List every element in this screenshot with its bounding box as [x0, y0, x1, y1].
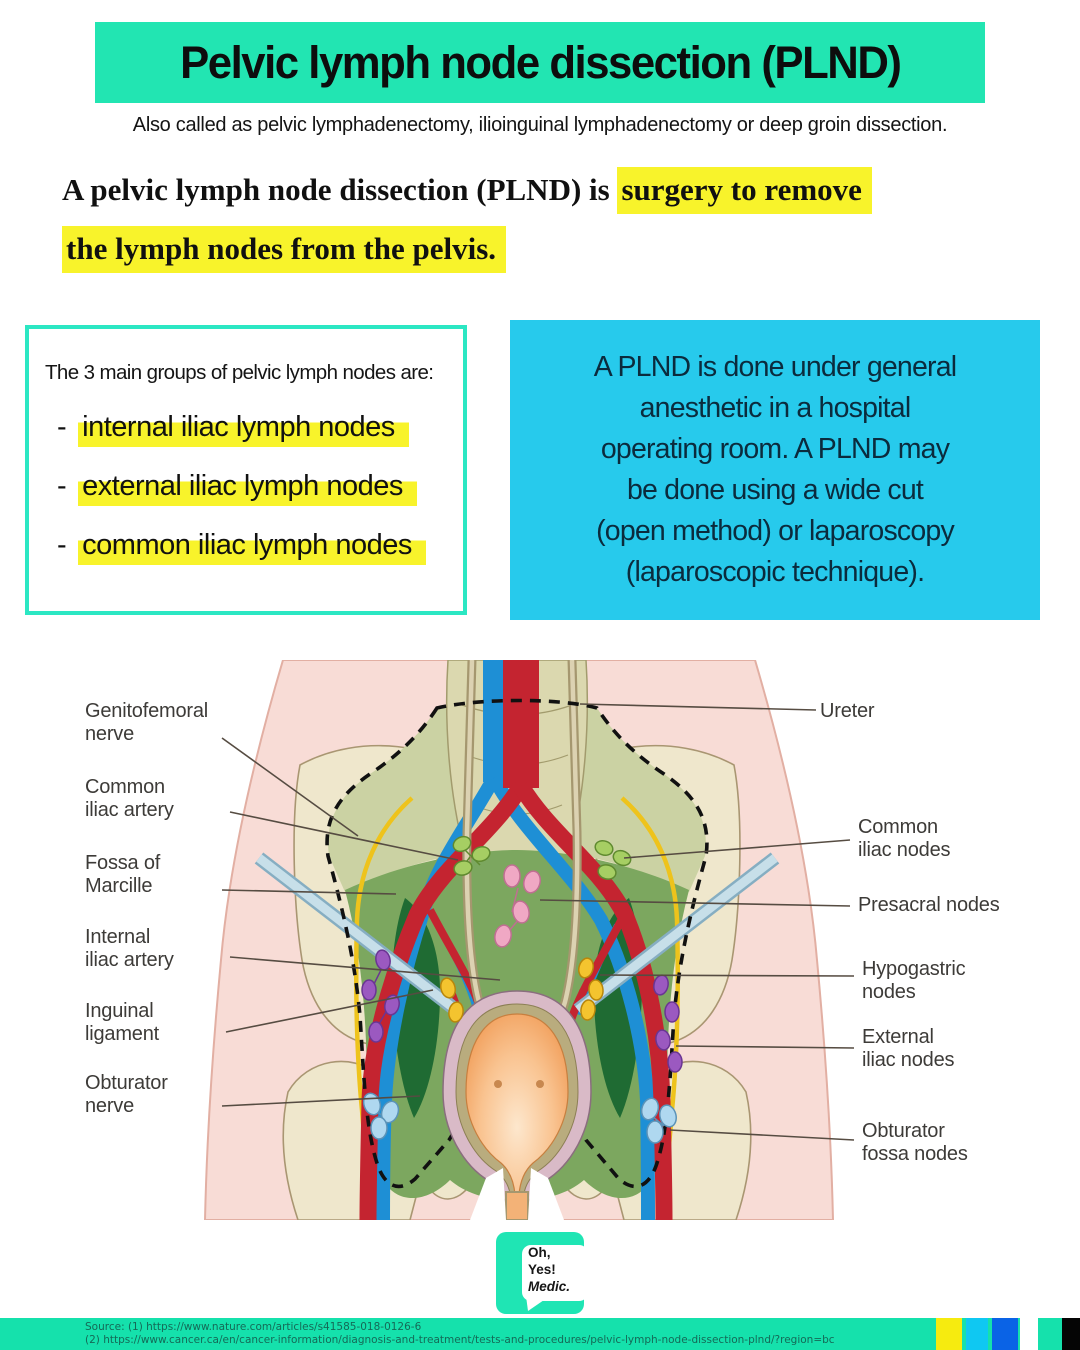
page-title: Pelvic lymph node dissection (PLND) — [179, 36, 902, 88]
page-subtitle: Also called as pelvic lymphadenectomy, i… — [132, 114, 948, 136]
palette-bar-cyan — [966, 1318, 988, 1350]
diagram-label-inguinal-ligament: Inguinal ligament — [85, 1000, 159, 1045]
leader-lines — [221, 703, 855, 1141]
anatomy-diagram: Genitofemoral nerve Common iliac artery … — [0, 660, 1080, 1220]
logo-line-3: Medic. — [528, 1279, 571, 1294]
list-item-label: common iliac lymph nodes — [78, 529, 426, 565]
list-item: -common iliac lymph nodes — [57, 529, 463, 565]
diagram-label-external-iliac-nodes: External iliac nodes — [862, 1026, 955, 1071]
title-banner: Pelvic lymph node dissection (PLND) — [95, 22, 985, 103]
callout-line: (laparoscopic technique). — [625, 556, 925, 588]
anatomy-illustration — [203, 660, 855, 1220]
list-item-label: external iliac lymph nodes — [78, 470, 417, 506]
list-item-label: internal iliac lymph nodes — [78, 411, 409, 447]
callout-line: operating room. A PLND may — [600, 433, 950, 465]
presacral-node-cluster — [494, 864, 541, 948]
list-bullet: - — [57, 411, 67, 443]
diagram-label-internal-iliac-artery: Internal iliac artery — [85, 926, 174, 971]
diagram-label-fossa-of-marcille: Fossa of Marcille — [85, 852, 161, 897]
callout-line: A PLND is done under general — [593, 351, 957, 383]
logo-speech-bubble-icon — [496, 1232, 584, 1314]
logo-line-1: Oh, — [528, 1245, 551, 1260]
oh-yes-medic-logo: Oh, Yes! Medic. — [496, 1232, 584, 1314]
source-line-2: (2) https://www.cancer.ca/en/cancer-info… — [85, 1334, 835, 1346]
diagram-label-obturator-nerve: Obturator nerve — [85, 1072, 168, 1117]
intro-highlight-1: surgery to remove — [617, 167, 872, 214]
footer-bar: Source: (1) https://www.nature.com/artic… — [0, 1318, 1080, 1350]
palette-bar-blue — [992, 1318, 1018, 1350]
palette-bar-black — [1062, 1318, 1080, 1350]
logo-wordmark: Oh, Yes! Medic. — [528, 1244, 570, 1295]
list-bullet: - — [57, 470, 67, 502]
list-item: -internal iliac lymph nodes — [57, 411, 463, 447]
diagram-label-common-iliac-artery: Common iliac artery — [85, 776, 174, 821]
diagram-label-presacral-nodes: Presacral nodes — [858, 894, 1000, 916]
callout-line: (open method) or laparoscopy — [596, 515, 955, 547]
intro-paragraph: A pelvic lymph node dissection (PLND) is… — [62, 160, 1042, 278]
diagram-label-obturator-fossa-nodes: Obturator fossa nodes — [862, 1120, 968, 1165]
diagram-label-hypogastric-nodes: Hypogastric nodes — [862, 958, 966, 1003]
hypogastric-node-cluster — [440, 957, 604, 1023]
common-iliac-node-cluster — [452, 835, 632, 880]
source-line-1: Source: (1) https://www.nature.com/artic… — [85, 1321, 422, 1333]
groups-box-title: The 3 main groups of pelvic lymph nodes … — [45, 361, 434, 384]
list-item: -external iliac lymph nodes — [57, 470, 463, 506]
palette-bar-white — [1020, 1318, 1038, 1350]
palette-bar-teal — [1040, 1318, 1060, 1350]
plnd-callout-box: A PLND is done under general anesthetic … — [510, 320, 1040, 620]
intro-highlight-2: the lymph nodes from the pelvis. — [62, 226, 507, 273]
obturator-fossa-node-cluster — [362, 1092, 677, 1144]
callout-line: be done using a wide cut — [626, 474, 924, 506]
diagram-label-ureter: Ureter — [820, 700, 875, 722]
list-bullet: - — [57, 529, 67, 561]
intro-plain-text: A pelvic lymph node dissection (PLND) is — [62, 172, 618, 207]
callout-line: anesthetic in a hospital — [639, 392, 912, 424]
diagram-label-common-iliac-nodes: Common iliac nodes — [858, 816, 951, 861]
external-iliac-node-cluster — [361, 949, 683, 1073]
source-citations: Source: (1) https://www.nature.com/artic… — [85, 1321, 835, 1347]
lymph-node-groups-box: The 3 main groups of pelvic lymph nodes … — [25, 325, 467, 615]
leg-gap — [470, 1168, 564, 1220]
bladder — [442, 990, 592, 1220]
palette-bar-yellow — [936, 1318, 962, 1350]
inguinal-ligaments — [254, 852, 780, 1016]
diagram-label-genitofemoral-nerve: Genitofemoral nerve — [85, 700, 209, 745]
logo-line-2: Yes! — [528, 1262, 556, 1277]
